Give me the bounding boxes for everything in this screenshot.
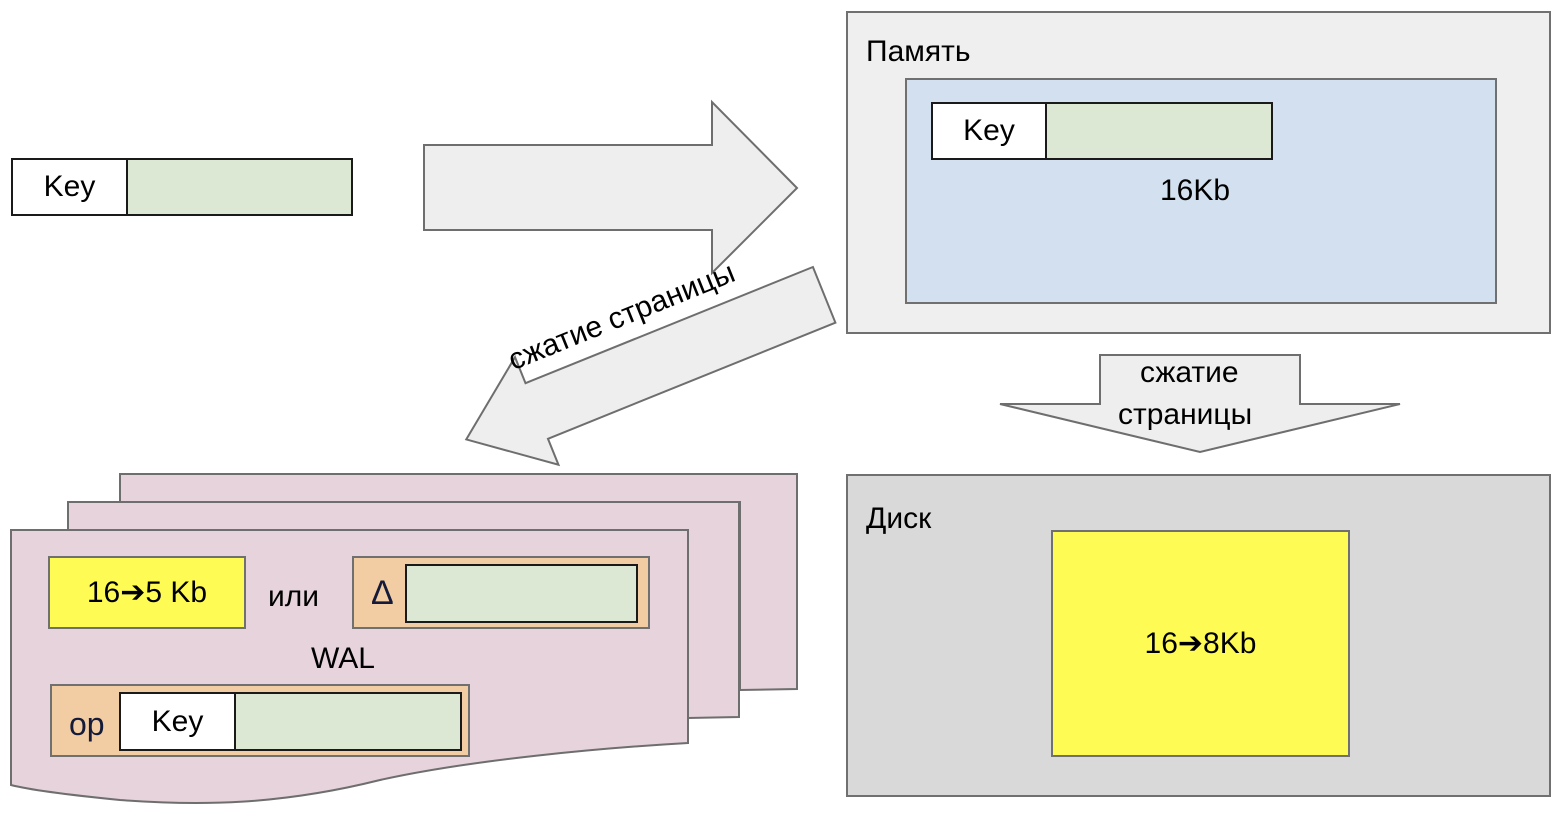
op-label: op — [69, 706, 105, 742]
key-label: Key — [151, 704, 204, 738]
record-key: Key — [933, 104, 1047, 158]
arrow-to-disk-label-2: страницы — [1118, 398, 1253, 431]
wal-compressed-page: 16➔5 Kb — [48, 556, 246, 629]
page-size-label: 16Kb — [1160, 174, 1231, 207]
record-value — [1047, 104, 1271, 158]
delta-value — [405, 564, 638, 623]
delta-symbol: Δ — [371, 574, 394, 612]
disk-panel: Диск 16➔8Kb — [846, 474, 1551, 797]
record-value — [236, 694, 460, 749]
arrow-to-wal — [464, 265, 837, 467]
disk-title: Диск — [866, 502, 932, 535]
key-label: Key — [963, 114, 1015, 147]
disk-compressed-page: 16➔8Kb — [1051, 530, 1350, 757]
record-value — [128, 160, 351, 214]
key-label: Key — [43, 170, 96, 203]
wal-delta-entry: Δ — [352, 556, 650, 629]
or-label: или — [268, 580, 320, 613]
compressed-size-label: 16➔8Kb — [1144, 627, 1257, 660]
arrow-to-memory — [423, 99, 799, 276]
wal-op-entry: op Key — [50, 684, 470, 757]
record-key: Key — [13, 160, 128, 214]
arrow-to-disk-label-1: сжатие — [1140, 356, 1239, 389]
memory-title: Память — [866, 35, 971, 68]
input-record: Key — [11, 158, 353, 216]
record-key: Key — [121, 694, 236, 749]
arrow-to-disk — [999, 354, 1401, 454]
wal-compressed-size-label: 16➔5 Kb — [86, 576, 208, 609]
memory-record: Key — [931, 102, 1273, 160]
wal-label: WAL — [311, 642, 375, 675]
memory-page: Key 16Kb — [905, 78, 1497, 304]
memory-panel: Память Key 16Kb — [846, 11, 1551, 334]
wal-record: Key — [119, 692, 462, 751]
